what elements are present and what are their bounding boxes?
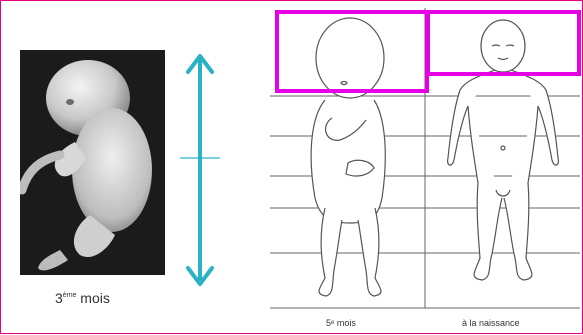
label-5-months: 5ᵉ mois	[326, 318, 356, 328]
head-highlight-at-birth	[426, 10, 581, 76]
fetus-photo-3-months	[20, 50, 165, 275]
label-at-birth: à la naissance	[462, 318, 520, 328]
double-headed-vertical-arrow-icon	[178, 50, 222, 295]
caption-3-months: 3ème mois	[55, 290, 110, 306]
head-highlight-5-months	[275, 10, 429, 93]
